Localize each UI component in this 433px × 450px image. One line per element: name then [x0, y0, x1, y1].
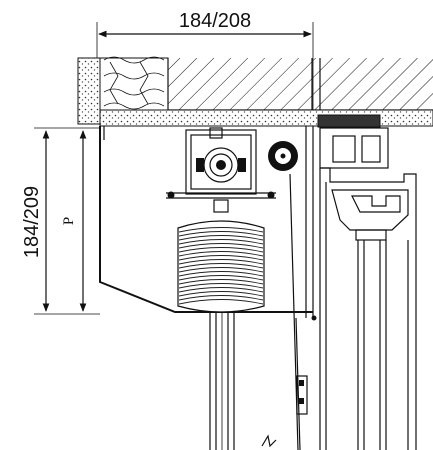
rolled-shutter-curtain [177, 220, 265, 313]
curtain-coil-line [178, 255, 264, 261]
pulley-wheel-icon [268, 141, 298, 171]
curtain-coil-line [178, 295, 264, 301]
p-dimension: P [61, 130, 87, 312]
curtain-coil-line [178, 263, 264, 269]
curtain-coil-line [178, 251, 264, 257]
curtain-coil-line [178, 291, 264, 297]
curtain-coil-line [178, 283, 264, 289]
curtain-coil-line [178, 275, 264, 281]
window-frame-profile [319, 127, 417, 450]
curtain-coil-line [178, 299, 264, 305]
curtain-coil-line [178, 287, 264, 293]
left-height-label: 184/209 [21, 186, 43, 258]
curtain-coil-line [178, 267, 264, 273]
shutter-box [99, 126, 314, 318]
curtain-coil-line [178, 239, 264, 245]
curtain-coil-line [178, 231, 264, 237]
curtain-coil-line [178, 259, 264, 265]
break-line-symbol [261, 434, 277, 448]
strap-guide-detail [296, 375, 308, 415]
curtain-coil-outline [177, 220, 265, 313]
winding-axle-assembly [166, 127, 276, 213]
insulation-icon [103, 56, 165, 110]
curtain-coil-line [178, 243, 264, 249]
curtain-coil-line [178, 279, 264, 285]
left-height-dimension: 184/209 [21, 127, 100, 315]
top-width-label: 184/208 [179, 10, 251, 32]
curtain-coil-line [178, 271, 264, 277]
ceiling-lintel [77, 56, 433, 128]
curtain-coil-line [178, 227, 264, 233]
curtain-coil-line [178, 235, 264, 241]
p-label: P [61, 217, 77, 225]
curtain-coil-line [178, 247, 264, 253]
